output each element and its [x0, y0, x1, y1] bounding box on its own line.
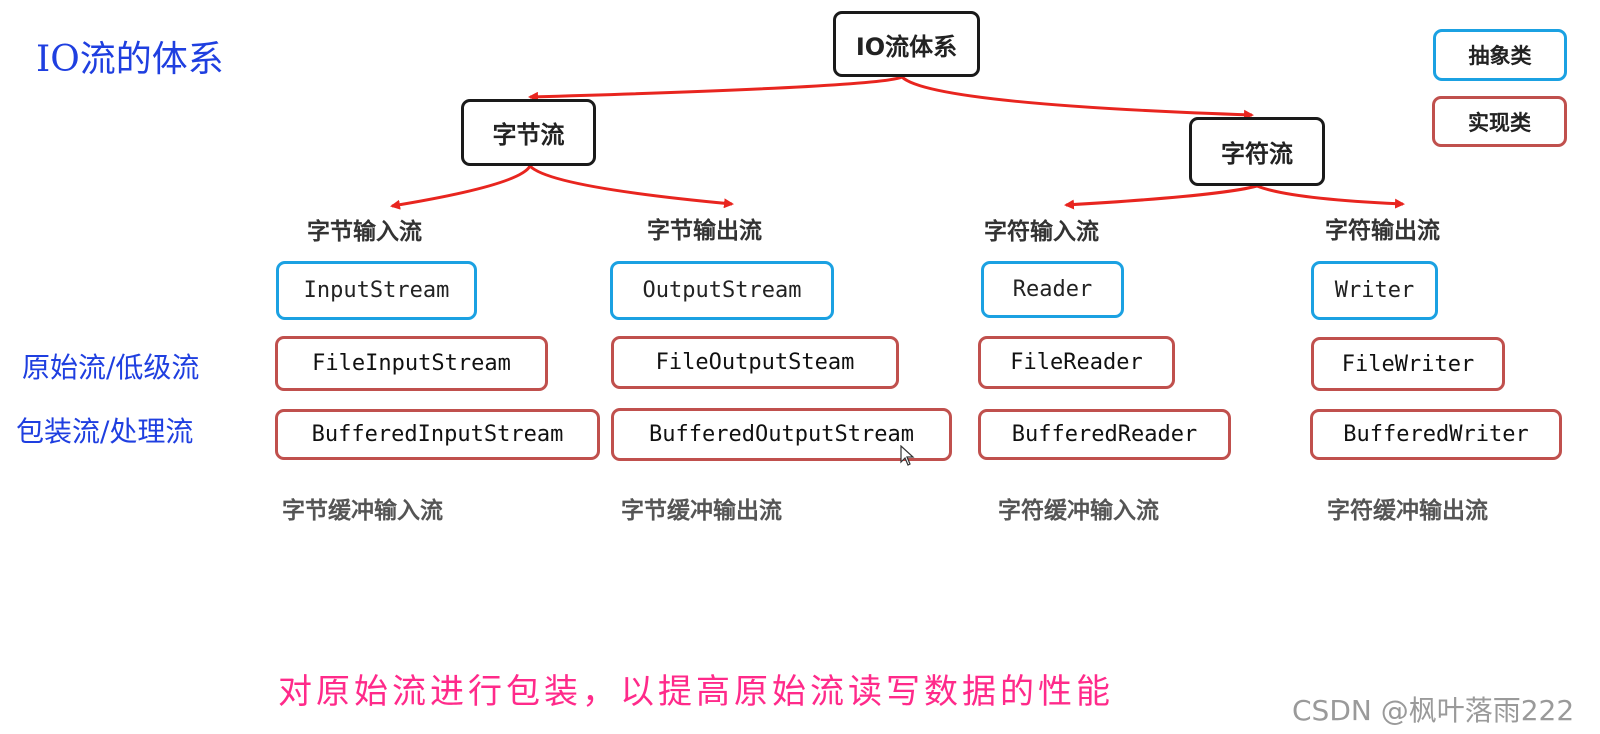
category-byte-input: 字节输入流 — [307, 219, 422, 245]
class-bufferedwriter: BufferedWriter — [1310, 409, 1562, 460]
arrow-char-to-output — [1256, 184, 1405, 209]
class-reader: Reader — [981, 261, 1124, 318]
arrow-byte-to-input — [390, 165, 532, 210]
performance-note: 对原始流进行包装，以提高原始流读写数据的性能 — [278, 672, 1114, 712]
label-char-buffered-input: 字符缓冲输入流 — [998, 498, 1159, 524]
class-inputstream: InputStream — [276, 261, 477, 320]
class-bufferedinputstream: BufferedInputStream — [275, 409, 600, 460]
label-byte-buffered-output: 字节缓冲输出流 — [621, 498, 782, 524]
class-fileinputstream: FileInputStream — [275, 336, 548, 391]
arrow-byte-to-output — [528, 164, 734, 209]
class-bufferedreader: BufferedReader — [978, 409, 1231, 460]
page-title: IO流的体系 — [36, 39, 224, 80]
category-char-input: 字符输入流 — [984, 219, 1099, 245]
row-label-wrapper: 包装流/处理流 — [16, 415, 194, 448]
char-stream-node: 字符流 — [1189, 117, 1325, 186]
root-node: IO流体系 — [833, 11, 980, 77]
mouse-cursor-icon — [900, 445, 915, 466]
byte-stream-node: 字节流 — [461, 99, 596, 166]
label-char-buffered-output: 字符缓冲输出流 — [1327, 498, 1488, 524]
category-char-output: 字符输出流 — [1325, 218, 1440, 244]
legend-abstract: 抽象类 — [1433, 29, 1567, 81]
row-label-primitive: 原始流/低级流 — [22, 351, 200, 384]
class-filewriter: FileWriter — [1311, 337, 1505, 391]
class-outputstream: OutputStream — [610, 261, 834, 320]
class-bufferedoutputstream: BufferedOutputStream — [611, 408, 952, 461]
label-byte-buffered-input: 字节缓冲输入流 — [282, 498, 443, 524]
class-filereader: FileReader — [978, 336, 1175, 389]
category-byte-output: 字节输出流 — [647, 218, 762, 244]
class-writer: Writer — [1311, 261, 1438, 320]
class-fileoutputsteam: FileOutputSteam — [611, 336, 899, 389]
legend-implementation: 实现类 — [1432, 96, 1567, 147]
watermark: CSDN @枫叶落雨222 — [1292, 694, 1575, 727]
arrow-root-to-char — [900, 75, 1254, 120]
arrow-root-to-byte — [528, 75, 903, 102]
arrow-char-to-input — [1064, 184, 1258, 210]
